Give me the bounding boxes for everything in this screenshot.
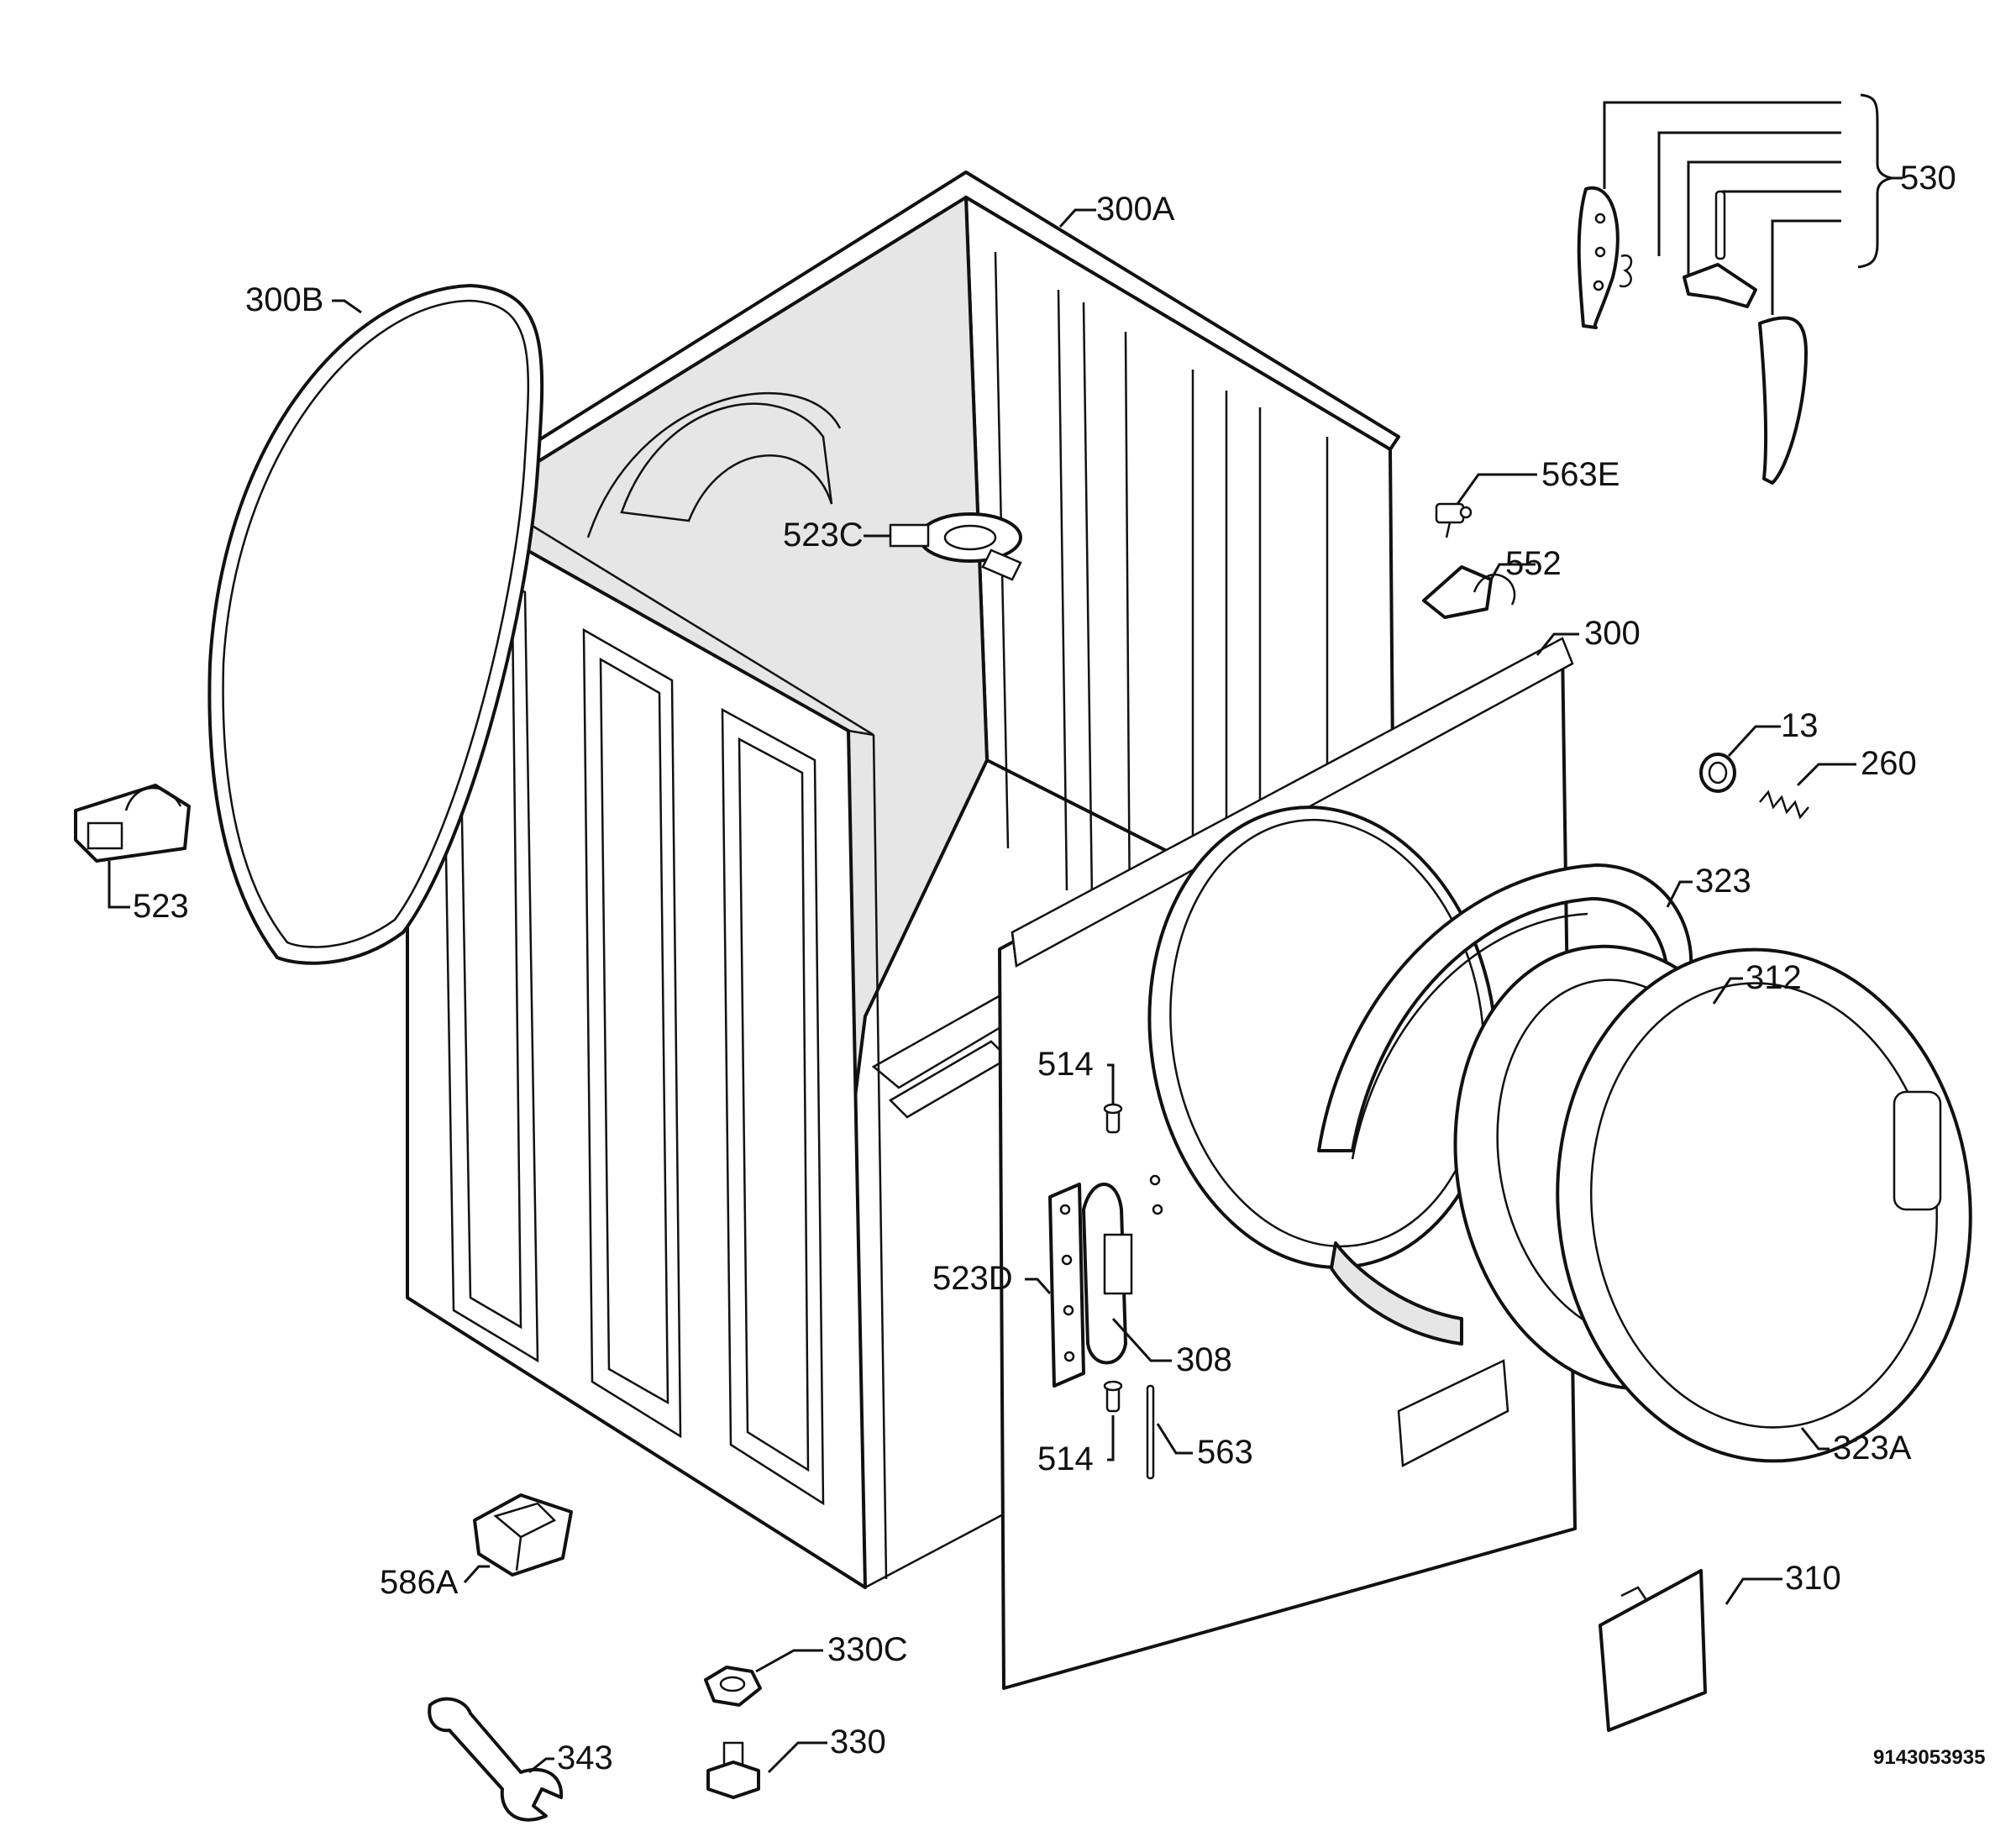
label-300: 300 — [1584, 615, 1641, 652]
diagram-reference-number: 9143053935 — [1873, 1746, 1985, 1769]
label-514-bottom: 514 — [1037, 1440, 1094, 1477]
label-523D: 523D — [932, 1260, 1013, 1297]
label-530: 530 — [1900, 160, 1956, 197]
part-308-hinge — [1082, 1183, 1133, 1365]
label-308: 308 — [1176, 1341, 1232, 1378]
label-563E: 563E — [1541, 456, 1620, 493]
part-260-spring — [1759, 790, 1809, 820]
label-586A: 586A — [380, 1564, 459, 1601]
label-310: 310 — [1785, 1560, 1841, 1597]
part-530-set — [1577, 186, 1808, 485]
part-523 — [74, 784, 191, 863]
label-514-top: 514 — [1037, 1046, 1094, 1083]
leader-lines — [108, 93, 1903, 1774]
label-343: 343 — [557, 1739, 613, 1776]
label-300B: 300B — [245, 281, 323, 318]
part-13 — [1699, 753, 1736, 793]
part-310-hatch — [1599, 1569, 1707, 1732]
label-13: 13 — [1781, 707, 1819, 744]
part-514-bottom — [1103, 1380, 1123, 1413]
part-563-pin — [1146, 1384, 1155, 1480]
label-523: 523 — [133, 888, 189, 925]
label-523C: 523C — [783, 517, 864, 554]
label-563: 563 — [1197, 1434, 1253, 1471]
label-552: 552 — [1505, 545, 1562, 582]
seal-ring-300B — [207, 284, 544, 965]
part-343-wrench — [428, 1697, 564, 1822]
part-330-foot — [706, 1741, 760, 1799]
label-300A: 300A — [1096, 191, 1175, 228]
part-323A-door — [1556, 947, 1972, 1463]
part-563E — [1435, 502, 1473, 538]
part-514-top — [1103, 1103, 1123, 1134]
part-523D — [1048, 1183, 1085, 1388]
label-260: 260 — [1861, 745, 1917, 782]
label-323: 323 — [1695, 863, 1751, 900]
label-323A: 323A — [1833, 1430, 1912, 1467]
part-523C — [889, 512, 1022, 581]
label-330: 330 — [830, 1724, 886, 1760]
label-330C: 330C — [827, 1631, 908, 1668]
callout-labels: 530 300A 300B 563E 523C 552 300 13 260 5… — [133, 160, 1985, 1776]
part-330C — [704, 1666, 762, 1707]
part-552 — [1422, 565, 1516, 619]
cabinet-300A — [406, 171, 1400, 1589]
part-586A — [473, 1493, 573, 1577]
label-312: 312 — [1746, 959, 1802, 996]
